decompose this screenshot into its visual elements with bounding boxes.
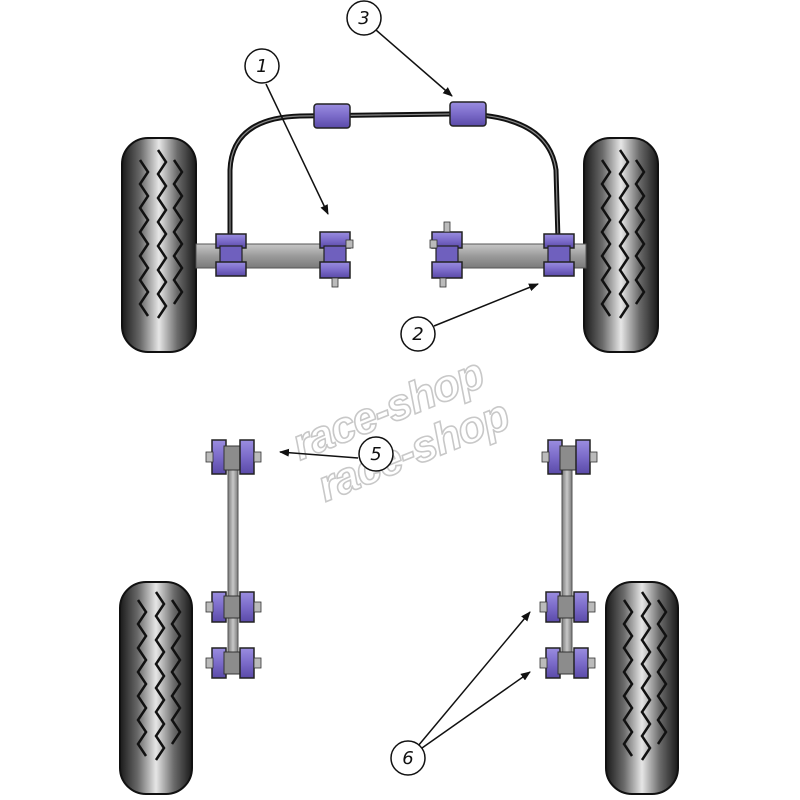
link-bush-top-right: [541, 439, 598, 475]
vertical-link-left: [227, 461, 239, 673]
drop-link-bush-top-left: [215, 233, 247, 277]
callout-2: 2: [400, 316, 436, 352]
tyre-top-right: [583, 137, 659, 353]
drop-link-bush-top-right: [543, 233, 575, 277]
tyre-bottom-right: [605, 581, 679, 795]
vertical-link-right: [561, 461, 573, 673]
watermark: race-shop race-shop: [284, 348, 516, 512]
callout-6: 6: [390, 740, 426, 776]
callout-3-label: 3: [358, 8, 369, 29]
tyre-top-left: [121, 137, 197, 353]
inner-arm-bush-right: [429, 221, 463, 288]
anti-roll-bar-bush-right: [449, 101, 487, 127]
callout-5-label: 5: [370, 444, 381, 465]
link-bush-mid-right: [539, 591, 596, 623]
callout-6-label: 6: [402, 748, 413, 769]
anti-roll-bar: [227, 111, 561, 243]
callout-2-label: 2: [412, 324, 423, 345]
arrow-callout-3: [375, 29, 453, 97]
link-bush-low-left: [205, 647, 262, 679]
anti-roll-bar-bush-left: [313, 103, 351, 129]
callout-5: 5: [358, 436, 394, 472]
link-bush-low-right: [539, 647, 596, 679]
arrow-callout-6a: [417, 611, 531, 747]
inner-arm-bush-left: [319, 231, 354, 288]
link-bush-mid-left: [205, 591, 262, 623]
callout-1-label: 1: [256, 56, 267, 77]
arrow-callout-1: [265, 83, 329, 215]
callout-3: 3: [346, 0, 382, 36]
arrow-callout-6b: [421, 671, 531, 749]
link-bush-top-left: [205, 439, 262, 475]
tyre-bottom-left: [119, 581, 193, 795]
callout-1: 1: [244, 48, 280, 84]
arrow-callout-2: [433, 283, 539, 327]
arrow-callout-5: [279, 448, 359, 459]
